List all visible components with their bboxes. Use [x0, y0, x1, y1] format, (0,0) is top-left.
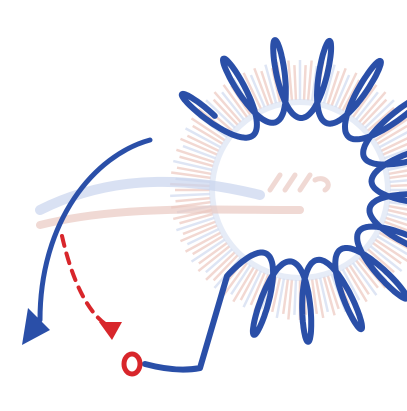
watermark-stroke-pink: [40, 209, 300, 225]
dashed-arrow-head: [99, 322, 122, 340]
ring-tick: [390, 179, 407, 182]
curved-arrow-head: [22, 308, 50, 345]
ring-tick: [294, 65, 296, 100]
loop-end-icon: [124, 354, 140, 374]
ring-tick: [288, 280, 292, 320]
watermark-swirl: [270, 175, 328, 190]
ring-tick: [304, 65, 306, 100]
dashed-arrow-icon: [62, 236, 110, 327]
ring-tick: [294, 280, 296, 315]
ring-tick: [288, 61, 292, 101]
ring-tick: [176, 198, 211, 201]
ring-tick: [390, 184, 407, 186]
curved-arrow-icon: [40, 140, 150, 320]
ring-tick: [308, 61, 312, 101]
ring-tick: [170, 194, 210, 196]
